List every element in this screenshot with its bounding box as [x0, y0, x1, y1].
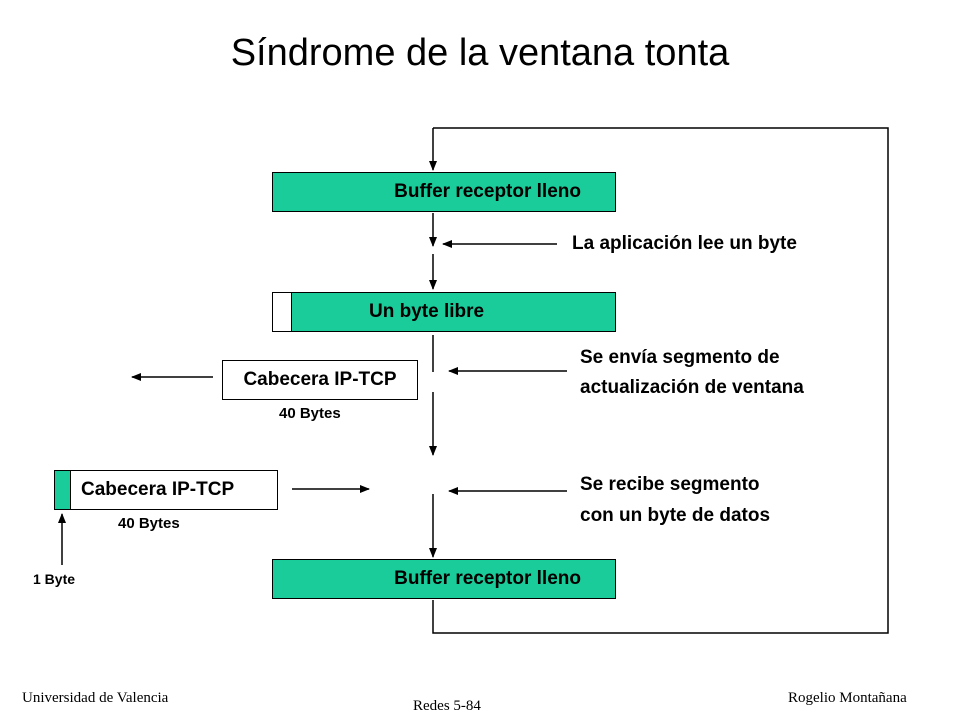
data-byte-cell: [55, 471, 71, 509]
bytes-40-label-a: 40 Bytes: [279, 405, 341, 422]
one-byte-free-box: Un byte libre: [272, 292, 616, 332]
buffer-full-top-label: Buffer receptor lleno: [394, 181, 581, 202]
window-update-text-2: actualización de ventana: [580, 377, 804, 398]
free-byte-cell: [273, 293, 292, 331]
buffer-full-bottom-label: Buffer receptor lleno: [394, 568, 581, 589]
bytes-40-label-b: 40 Bytes: [118, 515, 180, 532]
buffer-full-bottom-box: Buffer receptor lleno: [272, 559, 616, 599]
slide-title: Síndrome de la ventana tonta: [230, 32, 730, 74]
app-reads-label: La aplicación lee un byte: [572, 233, 797, 254]
buffer-full-top-box: Buffer receptor lleno: [272, 172, 616, 212]
receive-text-1: Se recibe segmento: [580, 474, 760, 495]
window-update-text-1: Se envía segmento de: [580, 347, 780, 368]
header-window-update-label: Cabecera IP-TCP: [243, 369, 397, 390]
data-segment-box: Cabecera IP-TCP: [54, 470, 278, 510]
one-byte-free-label: Un byte libre: [369, 301, 485, 322]
feedback-loop-line: [432, 127, 889, 634]
footer-right: Rogelio Montañana: [788, 690, 907, 706]
one-byte-label: 1 Byte: [33, 571, 76, 587]
footer-left: Universidad de Valencia: [22, 690, 169, 706]
data-segment-header-label: Cabecera IP-TCP: [81, 479, 235, 500]
footer-center: Redes 5-84: [413, 698, 481, 714]
header-window-update-box: Cabecera IP-TCP: [222, 360, 418, 400]
receive-text-2: con un byte de datos: [580, 505, 771, 526]
